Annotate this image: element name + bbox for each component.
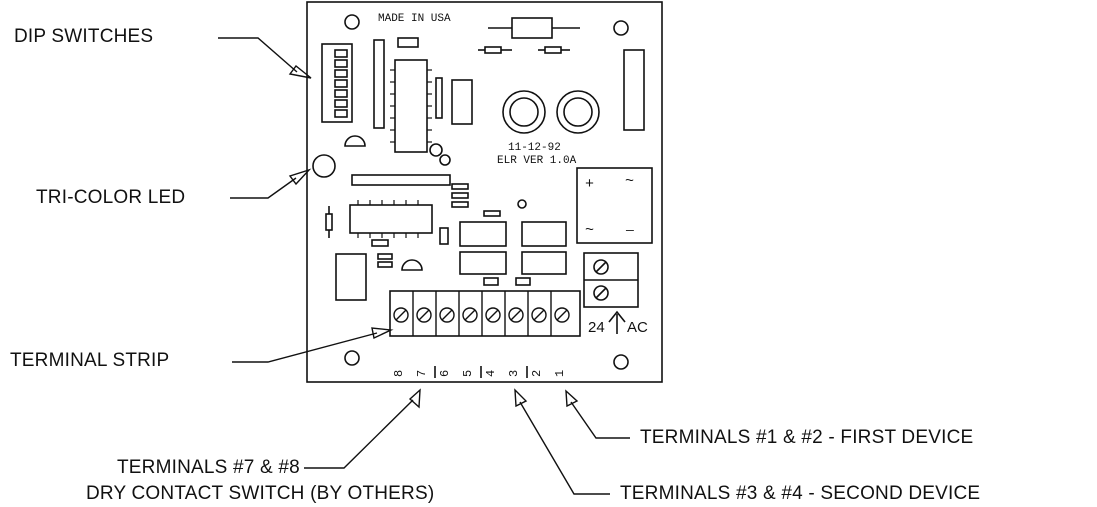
terminal-strip-leader xyxy=(232,332,378,363)
terminal-strip xyxy=(389,290,581,337)
terminal-number: 3 xyxy=(507,370,521,377)
version-text: ELR VER 1.0A xyxy=(497,155,577,167)
mounting-hole xyxy=(344,350,360,366)
bridge-minus: — xyxy=(625,223,634,238)
terminals-1-2-label: TERMINALS #1 & #2 - FIRST DEVICE xyxy=(640,427,974,448)
tri-color-led-arrow xyxy=(288,168,312,186)
dip-switches-leader xyxy=(218,37,298,73)
terminal-number: 6 xyxy=(438,370,452,377)
power-ac-text: AC xyxy=(627,319,648,336)
terminals-7-8-label: TERMINALS #7 & #8 xyxy=(117,457,300,478)
tri-color-led-leader xyxy=(230,177,297,199)
terminal-number: 8 xyxy=(392,370,406,377)
bridge-ac-1: ~ xyxy=(625,173,634,190)
tri-color-led-label: TRI-COLOR LED xyxy=(36,187,186,208)
tri-color-led xyxy=(312,154,336,178)
dip-switches-label: DIP SWITCHES xyxy=(14,26,154,47)
terminal-strip-arrow xyxy=(371,327,394,340)
terminal-number: 2 xyxy=(530,370,544,377)
dip-switches-arrow xyxy=(288,65,312,79)
terminals-7-8-leader xyxy=(304,399,414,469)
mounting-hole xyxy=(344,14,360,30)
mounting-hole xyxy=(613,354,629,370)
terminals-7-8-arrow xyxy=(408,388,421,409)
terminals-3-4-label: TERMINALS #3 & #4 - SECOND DEVICE xyxy=(620,483,981,504)
terminals-3-4-leader xyxy=(519,401,610,495)
terminals-3-4-arrow xyxy=(514,388,528,408)
board-outline xyxy=(306,1,663,383)
power-24-text: 24 xyxy=(588,319,605,336)
dry-contact-label: DRY CONTACT SWITCH (BY OTHERS) xyxy=(86,483,435,504)
terminal-number: 4 xyxy=(484,370,498,377)
terminals-1-2-leader xyxy=(570,401,630,439)
date-code-text: 11-12-92 xyxy=(508,142,561,154)
terminal-number: 5 xyxy=(461,370,475,377)
dip-switch-block xyxy=(321,43,353,123)
made-in-usa-text: MADE IN USA xyxy=(378,13,451,25)
terminal-number: 1 xyxy=(553,370,567,377)
mounting-hole xyxy=(613,20,629,36)
terminal-number: 7 xyxy=(415,370,429,377)
bridge-ac-2: ~ xyxy=(585,222,594,239)
terminal-strip-label: TERMINAL STRIP xyxy=(10,350,170,371)
terminals-1-2-arrow xyxy=(565,389,579,408)
bridge-plus: + xyxy=(585,176,594,193)
